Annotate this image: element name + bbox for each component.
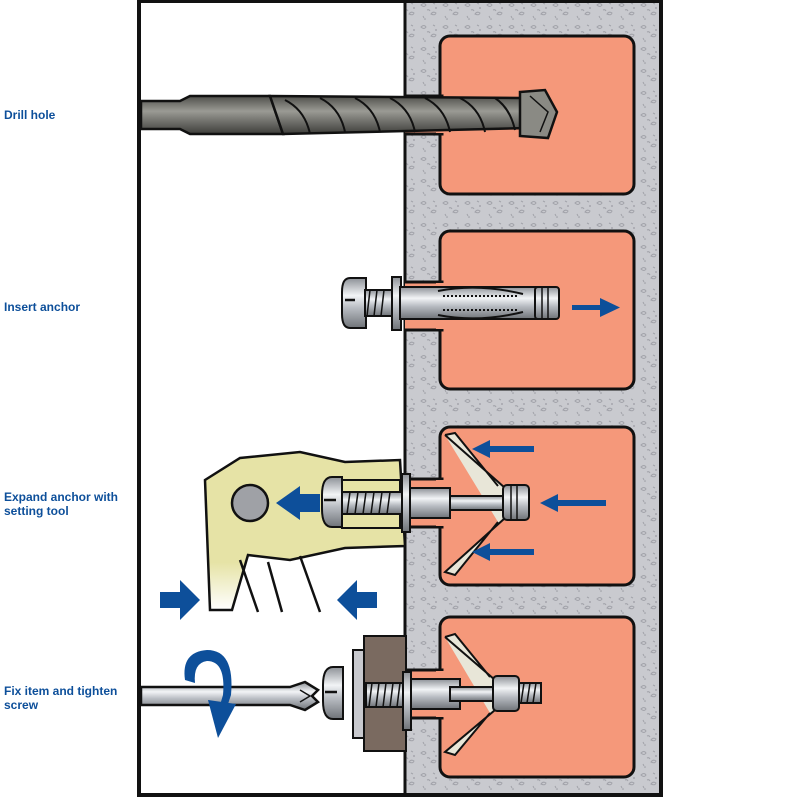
arrow-left-icon [276, 486, 320, 520]
step-2-label: Insert anchor [4, 300, 81, 314]
step-4 [139, 632, 542, 757]
screw-step-3 [321, 431, 530, 577]
step-1 [139, 88, 559, 140]
arrow-left-icon [472, 543, 534, 561]
step-4-label: Fix item and tighten screw [4, 684, 118, 712]
squeeze-right-arrow-icon [160, 580, 200, 620]
step-3 [160, 431, 606, 620]
step-3-label: Expand anchor with setting tool [4, 490, 119, 518]
squeeze-left-arrow-icon [337, 580, 377, 620]
step-1-label: Drill hole [4, 108, 56, 122]
arrows-step-3 [160, 440, 606, 620]
pivot-icon [230, 483, 270, 523]
hollow-anchor-icon [341, 276, 560, 331]
step-2 [341, 276, 620, 331]
rotate-arrow-icon [184, 650, 236, 738]
screw-step-4 [322, 632, 542, 757]
arrow-left-icon [472, 440, 534, 458]
drill-bit-icon [139, 88, 559, 140]
arrow-right-icon [572, 298, 620, 317]
arrow-left-icon [540, 494, 606, 512]
